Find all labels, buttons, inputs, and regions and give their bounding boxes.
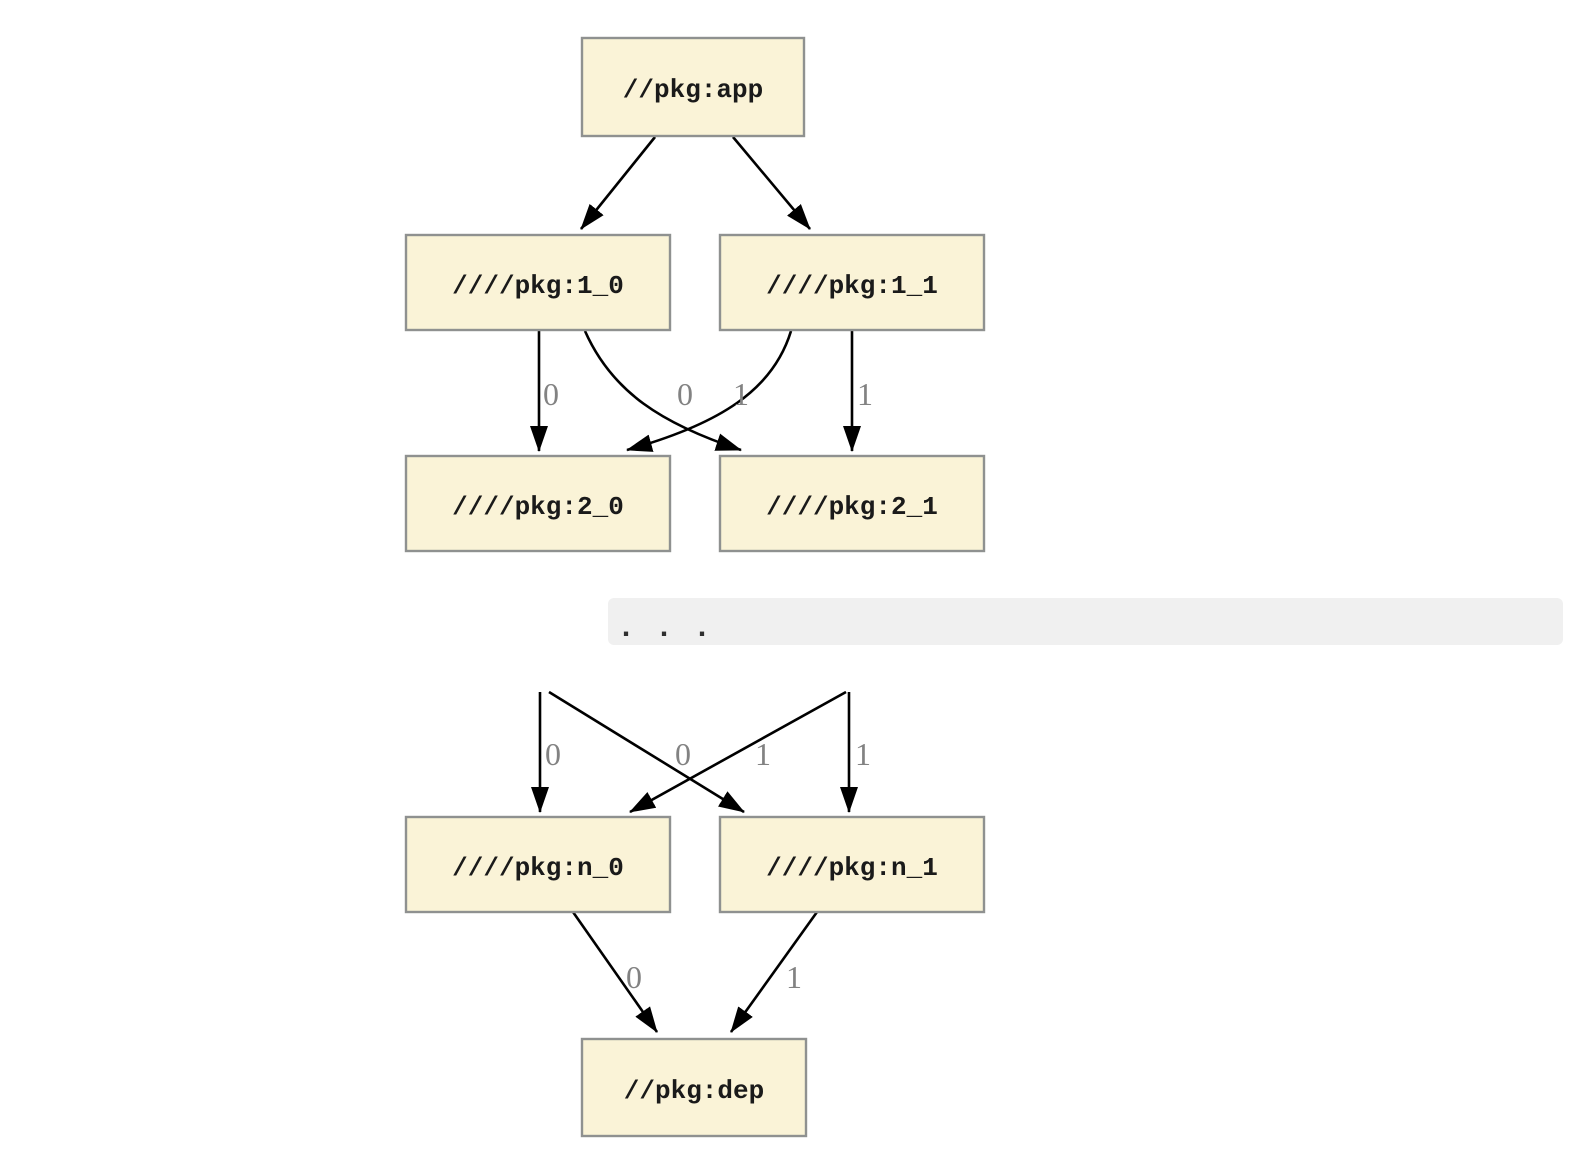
edge-label-ellipsis-to-n_0-cross: 0 [675,736,691,772]
node-2_0-box [404,454,672,553]
node-n_1-box [718,815,986,914]
edge-ellipsis-to-n_0-cross [629,690,847,814]
node-app-box [580,36,806,138]
edge-label-1_0-to-2_0: 0 [543,376,559,412]
node-1_0-box [404,233,672,332]
node-n_1: ////pkg:n_1 [718,815,986,914]
node-2_1: ////pkg:2_1 [718,454,986,553]
node-1_1-box [718,233,986,332]
node-2_0-label: ////pkg:2_0 [452,492,624,522]
edge-n_0-to-dep [571,911,659,1033]
node-1_1: ////pkg:1_1 [718,233,986,332]
node-dep: //pkg:dep [580,1037,808,1138]
edge-label-ellipsis-to-n_1-cross: 1 [755,736,771,772]
node-app-label: //pkg:app [623,75,763,105]
edge-app-to-1_0 [579,136,657,230]
ellipsis-band: . . . [608,598,1563,646]
edge-label-n_1-to-dep: 1 [786,959,802,995]
node-n_0-label: ////pkg:n_0 [452,853,624,883]
edge-label-1_0-to-2_1: 1 [733,376,749,412]
edge-1_0-to-2_1 [583,330,742,452]
node-n_1-label: ////pkg:n_1 [766,853,938,883]
edge-labels-layer: 0 0 1 1 0 0 1 1 0 1 [543,376,873,995]
edge-label-1_1-to-2_1: 1 [857,376,873,412]
node-n_0: ////pkg:n_0 [404,815,672,914]
edge-ellipsis-to-n_1-cross [548,690,745,814]
ellipsis-text: . . . [617,612,712,646]
edge-label-ellipsis-to-n_0-left: 0 [545,736,561,772]
ellipsis-band-rect [608,598,1563,645]
node-1_0: ////pkg:1_0 [404,233,672,332]
edge-label-ellipsis-to-n_1-right: 1 [855,736,871,772]
node-2_1-box [718,454,986,553]
node-2_1-label: ////pkg:2_1 [766,492,938,522]
node-2_0: ////pkg:2_0 [404,454,672,553]
edge-label-1_1-to-2_0: 0 [677,376,693,412]
node-n_0-box [404,815,672,914]
edge-label-n_0-to-dep: 0 [626,959,642,995]
edge-n_1-to-dep [729,911,819,1033]
node-dep-box [580,1037,808,1138]
nodes-layer: //pkg:app ////pkg:1_0 ////pkg:1_1 ////pk… [404,36,986,1138]
node-1_1-label: ////pkg:1_1 [766,271,938,301]
node-dep-label: //pkg:dep [624,1076,764,1106]
node-app: //pkg:app [580,36,806,138]
edge-1_1-to-2_0 [626,330,793,452]
node-1_0-label: ////pkg:1_0 [452,271,624,301]
edge-app-to-1_1 [732,136,811,230]
edges-layer [530,136,861,1033]
